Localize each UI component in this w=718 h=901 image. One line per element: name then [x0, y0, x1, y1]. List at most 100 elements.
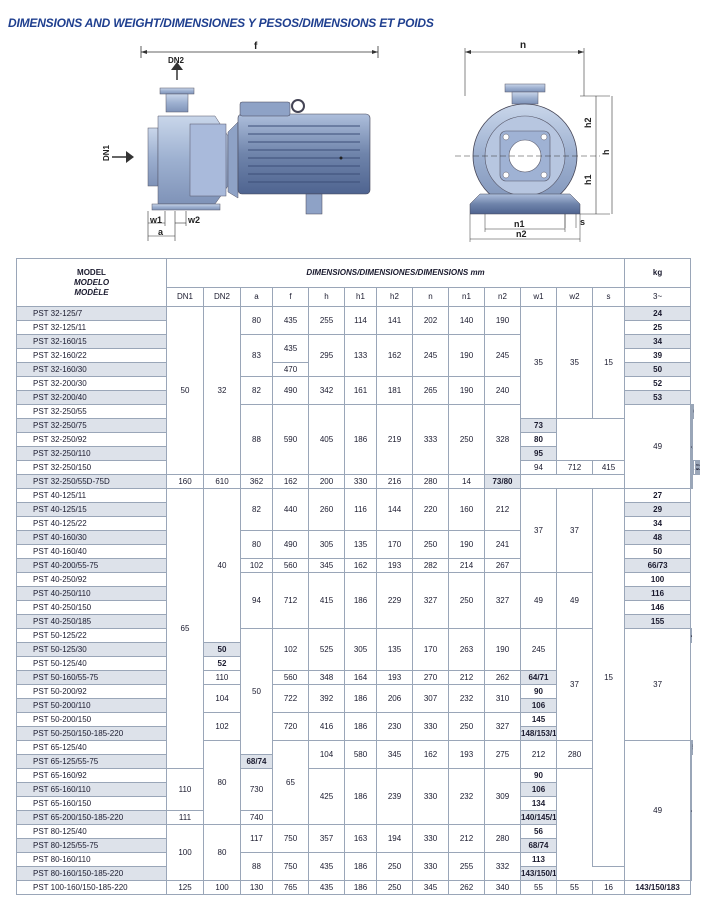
cell-a: 80 [240, 306, 273, 335]
cell-n: 330 [412, 852, 449, 881]
model-cell: PST 50-125/40 [16, 656, 167, 671]
cell-h: 415 [308, 572, 345, 629]
weight-cell: 155 [624, 614, 692, 629]
cell-w1: 49 [624, 404, 692, 489]
cell-h1: 186 [344, 768, 377, 825]
cell-w1: 49 [520, 572, 557, 629]
header-col-dn1: DN1 [166, 287, 204, 307]
model-cell: PST 32-250/92 [16, 432, 167, 447]
header-col-kg-phase: 3~ [624, 287, 692, 307]
cell-n2: 280 [556, 740, 593, 769]
weight-cell: 66/73 [624, 558, 692, 573]
cell-n: 282 [412, 558, 449, 573]
cell-h: 348 [308, 670, 345, 685]
model-cell: PST 50-200/150 [16, 712, 167, 727]
cell-a: 82 [240, 376, 273, 405]
model-cell: PST 40-160/30 [16, 530, 167, 545]
cell-w1: 49 [624, 740, 692, 881]
cell-n2: 327 [484, 572, 521, 629]
cell-s: 16 [591, 880, 626, 895]
model-cell: PST 40-250/92 [16, 572, 167, 587]
header-col-a: a [240, 287, 273, 307]
cell-n1: 140 [448, 306, 485, 335]
dim-label-n: n [520, 40, 526, 51]
weight-cell: 50 [203, 642, 241, 657]
dim-label-s: s [580, 217, 585, 227]
weight-cell: 134 [520, 796, 557, 811]
cell-h1: 186 [344, 852, 377, 881]
cell-h: 392 [308, 684, 345, 713]
cell-n2: 310 [484, 684, 521, 713]
cell-n: 275 [484, 740, 521, 769]
cell-h1: 186 [344, 572, 377, 629]
cell-n1: 160 [448, 488, 485, 531]
dim-label-h1: h1 [583, 174, 593, 185]
cell-h1: 162 [272, 474, 309, 489]
cell-h1: 162 [412, 740, 449, 769]
cell-h2: 250 [376, 852, 413, 881]
model-cell: PST 40-200/55-75 [16, 558, 167, 573]
cell-h2: 239 [376, 768, 413, 825]
cell-h: 305 [308, 530, 345, 559]
cell-n2: 332 [484, 852, 521, 881]
model-cell: PST 65-125/55-75 [16, 754, 167, 769]
cell-h2: 141 [376, 306, 413, 335]
model-cell: PST 65-125/40 [16, 740, 167, 755]
cell-n2: 212 [484, 488, 521, 531]
weight-cell: 29 [624, 502, 692, 517]
cell-a: 83 [240, 334, 273, 377]
cell-n1: 250 [448, 712, 485, 741]
weight-cell: 145 [520, 712, 557, 727]
cell-n2: 340 [484, 880, 521, 895]
model-cell: PST 32-160/30 [16, 362, 167, 377]
cell-a: 160 [166, 474, 204, 489]
cell-a: 110 [203, 670, 241, 685]
weight-cell: 125 [697, 460, 701, 475]
cell-a: 102 [240, 558, 273, 573]
weight-cell: 143/150/183 [520, 866, 557, 881]
cell-f: 580 [344, 740, 377, 769]
cell-n1: 190 [448, 376, 485, 405]
table-header-row: MODEL MODELO MODÈLE DIMENSIONS/DIMENSION… [16, 258, 700, 307]
cell-s: 14 [448, 474, 485, 489]
cell-a: 88 [240, 852, 273, 881]
cell-n1: 212 [520, 740, 557, 769]
cell-n: 333 [412, 404, 449, 475]
cell-s: 15 [591, 306, 626, 419]
weight-cell: 27 [624, 488, 692, 503]
weight-cell: 95 [520, 446, 557, 461]
technical-drawings: f DN2 DN1 [0, 36, 718, 258]
dim-label-a: a [158, 227, 164, 237]
cell-n2: 328 [484, 404, 521, 475]
model-cell: PST 40-160/40 [16, 544, 167, 559]
cell-a: 102 [272, 628, 309, 671]
header-col-n: n [412, 287, 449, 307]
model-cell: PST 32-160/22 [16, 348, 167, 363]
cell-h: 342 [308, 376, 345, 405]
weight-cell: 52 [624, 376, 692, 391]
cell-n: 327 [412, 572, 449, 629]
dim-label-h2: h2 [583, 117, 593, 128]
cell-a: 88 [240, 404, 273, 475]
cell-n2: 262 [484, 670, 521, 685]
cell-n1: 212 [448, 670, 485, 685]
cell-n: 330 [412, 824, 449, 853]
cell-f: 435 [272, 334, 309, 363]
weight-cell: 24 [624, 306, 692, 321]
cell-w2: 37 [556, 488, 593, 573]
cell-h: 435 [308, 852, 345, 881]
cell-dn2: 50 [240, 628, 273, 755]
cell-h2: 229 [376, 572, 413, 629]
cell-f: 560 [272, 670, 309, 685]
model-cell: PST 50-125/22 [16, 628, 167, 643]
cell-f: 720 [272, 712, 309, 741]
header-col-h2: h2 [376, 287, 413, 307]
model-cell: PST 65-160/150 [16, 796, 167, 811]
cell-h2: 200 [308, 474, 345, 489]
